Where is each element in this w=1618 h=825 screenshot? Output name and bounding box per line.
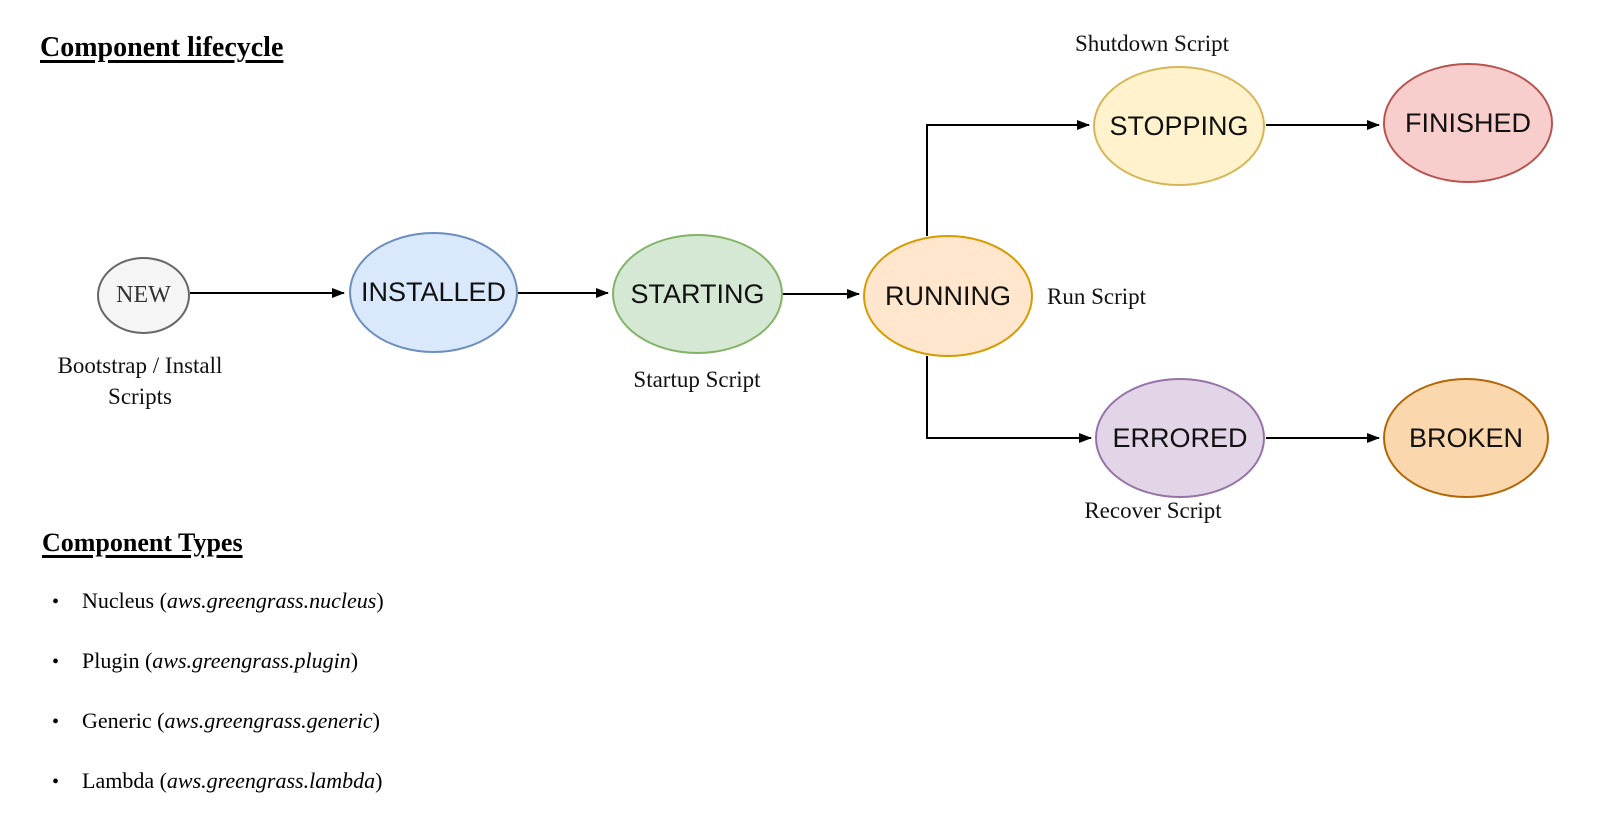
state-errored-label: ERRORED — [1112, 422, 1248, 453]
state-installed: INSTALLED — [349, 232, 518, 353]
state-starting: STARTING — [612, 234, 783, 354]
type-name: Plugin — [82, 648, 140, 673]
component-types-title: Component Types — [42, 528, 243, 557]
annotation-startup-script: Startup Script — [633, 367, 761, 392]
type-code: aws.greengrass.nucleus — [166, 588, 377, 613]
state-new-label: NEW — [116, 282, 171, 308]
bullet-icon: • — [52, 771, 60, 793]
state-running: RUNNING — [863, 235, 1033, 357]
state-errored: ERRORED — [1095, 378, 1265, 498]
bullet-icon: • — [52, 651, 60, 673]
arrow-running-to-stopping — [926, 120, 1090, 236]
state-starting-label: STARTING — [630, 278, 765, 309]
bullet-icon: • — [52, 591, 60, 613]
state-stopping: STOPPING — [1093, 66, 1265, 186]
list-item-nucleus: • Nucleus (aws.greengrass.nucleus) — [52, 588, 384, 613]
type-name: Lambda — [82, 768, 155, 793]
list-item-plugin: • Plugin (aws.greengrass.plugin) — [52, 648, 359, 673]
component-types-list: • Nucleus (aws.greengrass.nucleus) • Plu… — [52, 588, 384, 825]
type-name: Generic — [82, 708, 152, 733]
type-name: Nucleus — [82, 588, 155, 613]
list-item-lambda: • Lambda (aws.greengrass.lambda) — [52, 768, 383, 793]
page-title: Component lifecycle — [40, 32, 284, 63]
annotation-run-script: Run Script — [1047, 284, 1147, 309]
arrow-running-to-errored — [926, 356, 1092, 443]
bullet-icon: • — [52, 711, 60, 733]
annotation-shutdown-script: Shutdown Script — [1075, 31, 1229, 56]
type-code: aws.greengrass.plugin — [152, 648, 351, 673]
state-broken-label: BROKEN — [1408, 422, 1524, 453]
state-finished-label: FINISHED — [1404, 107, 1531, 138]
state-broken: BROKEN — [1383, 378, 1549, 498]
annotation-recover-script: Recover Script — [1084, 498, 1222, 523]
state-running-label: RUNNING — [885, 280, 1011, 311]
type-code: aws.greengrass.lambda — [166, 768, 376, 793]
state-new: NEW — [97, 257, 190, 334]
state-installed-label: INSTALLED — [360, 277, 507, 307]
state-finished: FINISHED — [1383, 63, 1553, 183]
type-code: aws.greengrass.generic — [164, 708, 373, 733]
annotation-bootstrap-install-scripts: Bootstrap / Install Scripts — [57, 353, 223, 409]
list-item-generic: • Generic (aws.greengrass.generic) — [52, 708, 380, 733]
state-stopping-label: STOPPING — [1109, 110, 1249, 141]
